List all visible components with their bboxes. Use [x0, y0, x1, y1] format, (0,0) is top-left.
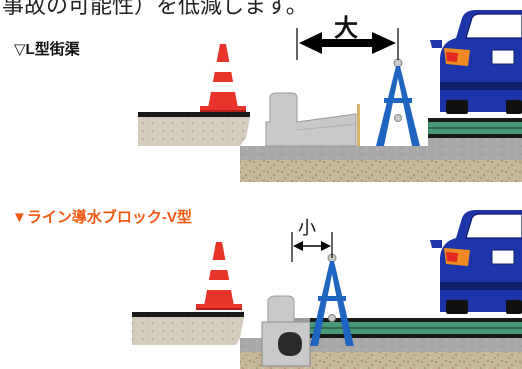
width-label-small: 小 [298, 218, 316, 239]
road-base-top [240, 146, 522, 182]
section-title-l-gutter: ▽L型街渠 [14, 41, 80, 58]
asphalt-top [428, 118, 522, 146]
asphalt-bottom [310, 318, 522, 338]
a-frame-barricade-icon [310, 253, 354, 346]
width-arrow-large [296, 28, 399, 60]
a-frame-barricade-icon [376, 58, 420, 146]
car-icon [430, 10, 522, 114]
l-gutter-block [265, 92, 357, 147]
gutter-edge-marker [357, 104, 360, 146]
scene-l-gutter [138, 10, 522, 182]
sidewalk-bottom [132, 312, 244, 345]
section-title-line-drain: ▼ライン導水ブロック-V型 [12, 209, 192, 226]
width-arrow-small [291, 232, 333, 262]
scene-line-drain [132, 210, 522, 369]
line-drain-block [261, 295, 311, 367]
traffic-cone-icon [196, 242, 242, 310]
traffic-cone-icon [200, 44, 246, 112]
sidewalk-top [138, 112, 250, 146]
intro-text: 事故の可能性）を低減します。 [2, 0, 308, 18]
car-icon [430, 210, 522, 314]
width-label-large: 大 [334, 14, 358, 42]
